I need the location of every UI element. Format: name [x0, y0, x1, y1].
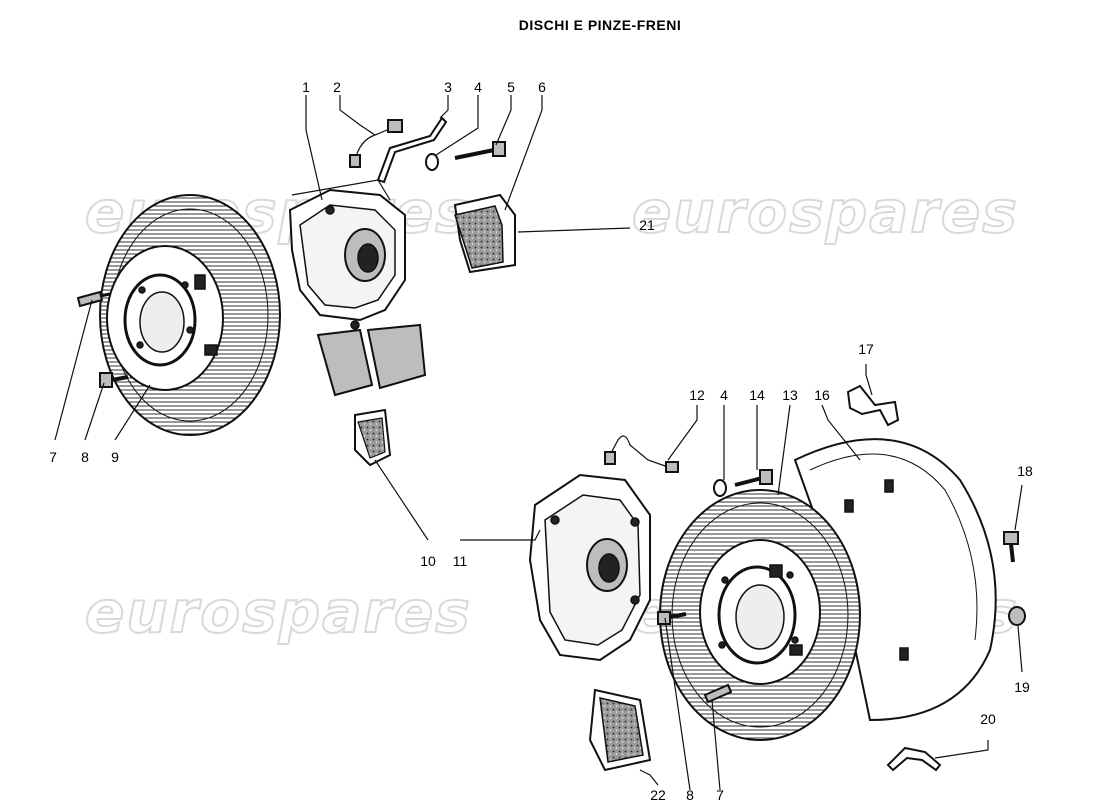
caliper-bolt-upper [454, 141, 506, 160]
washer-lower [713, 479, 727, 497]
callout-13: 13 [782, 387, 798, 403]
callout-7-lower: 7 [716, 787, 724, 800]
callout-16: 16 [814, 387, 830, 403]
callout-14: 14 [749, 387, 765, 403]
callout-11: 11 [453, 553, 468, 569]
bolt-18 [1003, 531, 1019, 563]
callout-22: 22 [650, 787, 666, 800]
watermark-bottom-left: eurospares [85, 578, 472, 646]
callout-12: 12 [689, 387, 705, 403]
rear-caliper [528, 473, 651, 662]
stud-bolt-lower [703, 683, 733, 704]
watermark-top-right: eurospares [632, 178, 1019, 246]
caliper-bolt-lower [734, 469, 773, 487]
callout-8-upper: 8 [81, 449, 89, 465]
callout-9: 9 [111, 449, 119, 465]
callout-8-lower: 8 [686, 787, 694, 800]
brake-pad-small [354, 408, 392, 467]
rear-brake-disc [659, 489, 861, 741]
callout-1: 1 [302, 79, 310, 95]
bracket-upper [376, 116, 448, 184]
callout-20: 20 [980, 711, 996, 727]
brake-pad-lower [588, 688, 652, 772]
bracket-17 [846, 384, 900, 427]
callout-6: 6 [538, 79, 546, 95]
leader-lines [54, 95, 1023, 791]
callout-10: 10 [420, 553, 436, 569]
washer-upper [425, 153, 439, 171]
callout-4-lower: 4 [720, 387, 728, 403]
bolt-upper [99, 372, 129, 388]
brake-pipe-lower [604, 435, 679, 473]
callout-21: 21 [639, 217, 655, 233]
brake-pipe-upper [349, 119, 403, 168]
callout-18: 18 [1017, 463, 1033, 479]
callout-4-upper: 4 [474, 79, 482, 95]
front-brake-disc [99, 194, 281, 436]
callout-5: 5 [507, 79, 515, 95]
bolt-lower [657, 611, 687, 625]
callout-19: 19 [1014, 679, 1030, 695]
callout-3: 3 [444, 79, 452, 95]
callout-7-upper: 7 [49, 449, 57, 465]
nut-19 [1008, 606, 1026, 626]
callout-labels: 1 2 3 4 5 6 21 7 8 9 10 11 12 4 14 13 16… [49, 79, 1033, 800]
dust-shield [793, 438, 997, 722]
brake-pad-upper [453, 193, 516, 274]
callout-2: 2 [333, 79, 341, 95]
stud-bolt-upper [76, 290, 111, 308]
front-caliper [288, 179, 427, 397]
callout-17: 17 [858, 341, 874, 357]
diagram-title: DISCHI E PINZE-FRENI [519, 17, 681, 33]
bracket-20 [886, 746, 942, 772]
